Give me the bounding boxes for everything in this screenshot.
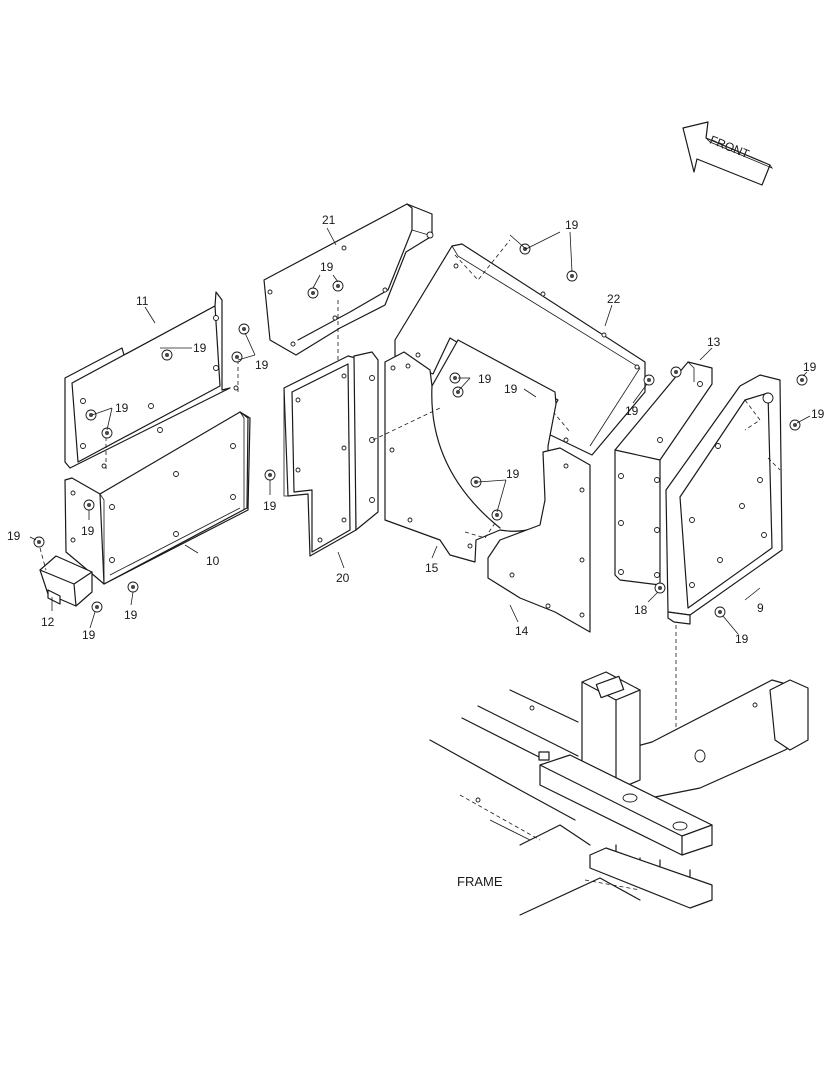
callout-19-n: 19 xyxy=(625,404,639,418)
front-arrow: FRONT xyxy=(682,121,774,186)
callout-19-k: 19 xyxy=(504,382,518,396)
callout-19-p: 19 xyxy=(811,407,825,421)
callout-13: 13 xyxy=(707,335,721,349)
callout-19-b: 19 xyxy=(193,341,207,355)
callout-21: 21 xyxy=(322,213,336,227)
callout-19-q: 19 xyxy=(735,632,749,646)
callout-19-i: 19 xyxy=(124,608,138,622)
callout-19-e: 19 xyxy=(81,524,95,538)
frame-assembly: FRAME xyxy=(429,671,809,916)
frame-label: FRAME xyxy=(457,874,503,889)
callout-labels: 21 11 19 19 19 19 19 19 19 19 19 19 19 1… xyxy=(7,213,825,646)
part-13-panel xyxy=(614,361,713,586)
callout-12: 12 xyxy=(41,615,55,629)
callout-19-l: 19 xyxy=(506,467,520,481)
callout-19-c: 19 xyxy=(255,358,269,372)
part-20-panel xyxy=(283,351,379,557)
callout-19-j: 19 xyxy=(478,372,492,386)
part-12-cap xyxy=(33,536,103,613)
callout-19-f: 19 xyxy=(263,499,277,513)
callout-14: 14 xyxy=(515,624,529,638)
callout-19-a: 19 xyxy=(320,260,334,274)
callout-19-d: 19 xyxy=(115,401,129,415)
callout-22: 22 xyxy=(607,292,621,306)
part-15-panel xyxy=(372,339,557,563)
callout-19-o: 19 xyxy=(803,360,817,374)
part-9-panel xyxy=(654,374,808,745)
leader-lines xyxy=(29,227,811,635)
callout-19-g: 19 xyxy=(7,529,21,543)
callout-19-m: 19 xyxy=(565,218,579,232)
part-10-box xyxy=(64,411,276,593)
part-14-panel xyxy=(487,447,591,633)
callout-11: 11 xyxy=(136,294,149,308)
callout-20: 20 xyxy=(336,571,350,585)
callout-9: 9 xyxy=(757,601,764,615)
callout-15: 15 xyxy=(425,561,439,575)
part-21-bracket xyxy=(263,203,434,360)
callout-18: 18 xyxy=(634,603,648,617)
callout-10: 10 xyxy=(206,554,220,568)
callout-19-h: 19 xyxy=(82,628,96,642)
